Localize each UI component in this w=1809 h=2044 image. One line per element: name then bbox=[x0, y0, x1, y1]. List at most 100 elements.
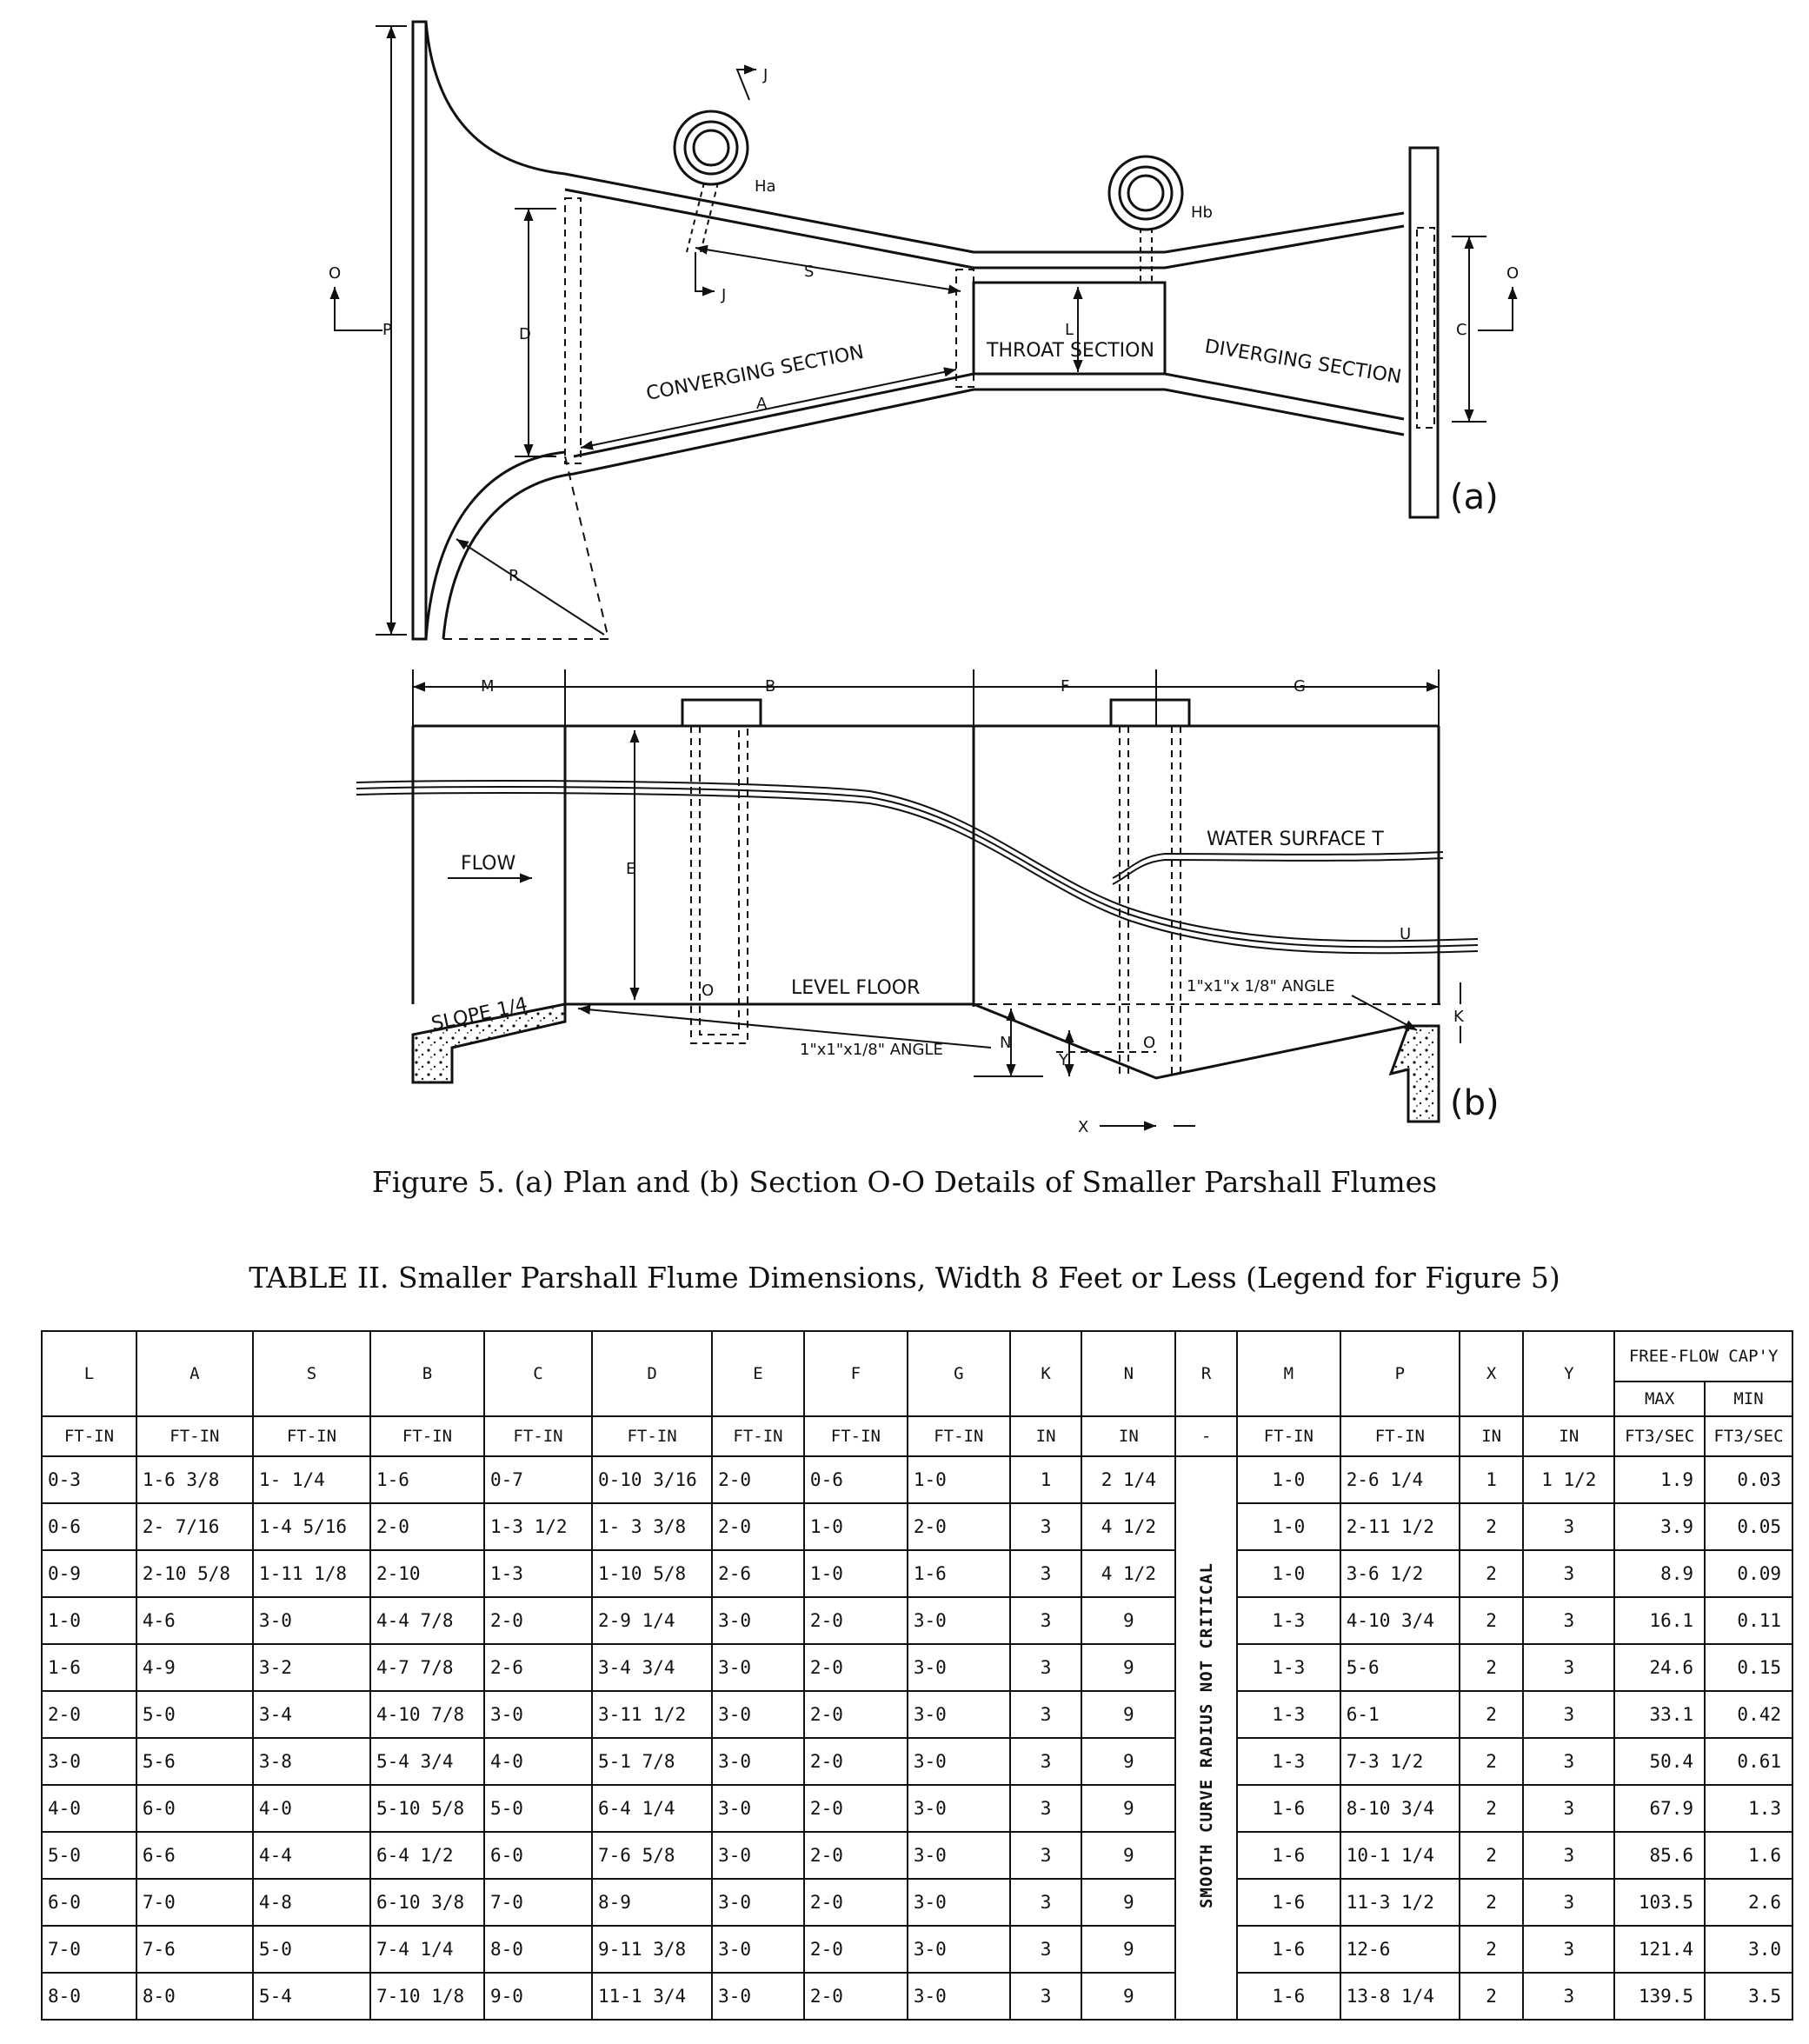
section-walls bbox=[411, 724, 1440, 1007]
cell-c: 1-3 1/2 bbox=[483, 1502, 593, 1551]
cell-y: 3 bbox=[1522, 1690, 1616, 1739]
cell-m: 1-3 bbox=[1235, 1690, 1341, 1739]
cell-f: 2-0 bbox=[802, 1878, 908, 1927]
dim-f: F bbox=[1061, 677, 1069, 696]
section-o-well-2: O bbox=[1143, 1034, 1155, 1052]
cell-d: 7-6 5/8 bbox=[590, 1831, 714, 1880]
cell-a: 7-6 bbox=[135, 1925, 254, 1974]
unit-header: - bbox=[1174, 1415, 1238, 1457]
cell-d: 1-10 5/8 bbox=[590, 1549, 714, 1598]
cell-n: 9 bbox=[1081, 1690, 1177, 1739]
cell-y: 3 bbox=[1522, 1549, 1616, 1598]
cell-b: 4-10 7/8 bbox=[369, 1690, 486, 1739]
cell-min: 3.0 bbox=[1704, 1925, 1793, 1974]
cell-m: 1-3 bbox=[1235, 1737, 1341, 1786]
cell-min: 1.6 bbox=[1704, 1831, 1793, 1880]
cell-d: 3-4 3/4 bbox=[590, 1643, 714, 1692]
label-u: U bbox=[1400, 925, 1411, 943]
section-text: FLOW LEVEL FLOOR SLOPE 1/4 1"x1"x1/8" AN… bbox=[429, 677, 1500, 1136]
water-surface-t bbox=[1112, 851, 1444, 879]
cell-f: 0-6 bbox=[802, 1455, 908, 1504]
cell-min: 2.6 bbox=[1704, 1878, 1793, 1927]
col-header: P bbox=[1339, 1330, 1460, 1417]
col-header: C bbox=[483, 1330, 593, 1417]
cell-p: 4-10 3/4 bbox=[1339, 1596, 1460, 1645]
cell-m: 1-6 bbox=[1235, 1878, 1341, 1927]
cell-e: 3-0 bbox=[711, 1643, 805, 1692]
cell-min: 0.09 bbox=[1704, 1549, 1793, 1598]
cell-min: 0.11 bbox=[1704, 1596, 1793, 1645]
cell-k: 3 bbox=[1008, 1549, 1083, 1598]
cell-d: 2-9 1/4 bbox=[590, 1596, 714, 1645]
cell-c: 4-0 bbox=[483, 1737, 593, 1786]
cell-n: 9 bbox=[1081, 1972, 1177, 2021]
cell-a: 8-0 bbox=[135, 1972, 254, 2021]
cell-x: 2 bbox=[1458, 1596, 1525, 1645]
unit-header: IN bbox=[1008, 1415, 1083, 1457]
water-surface-upstream bbox=[356, 780, 1479, 942]
cell-n: 9 bbox=[1081, 1831, 1177, 1880]
capacity-max-header: MAX bbox=[1613, 1381, 1706, 1417]
cell-x: 2 bbox=[1458, 1643, 1525, 1692]
cell-c: 7-0 bbox=[483, 1878, 593, 1927]
cell-x: 2 bbox=[1458, 1925, 1525, 1974]
cell-f: 1-0 bbox=[802, 1502, 908, 1551]
cell-y: 3 bbox=[1522, 1972, 1616, 2021]
cell-b: 4-7 7/8 bbox=[369, 1643, 486, 1692]
label-ha: Ha bbox=[755, 177, 776, 196]
dim-a: A bbox=[756, 395, 768, 413]
cell-y: 3 bbox=[1522, 1878, 1616, 1927]
cell-x: 2 bbox=[1458, 1737, 1525, 1786]
dim-y: Y bbox=[1058, 1051, 1069, 1069]
plan-lower-wall bbox=[442, 388, 1405, 640]
cell-e: 3-0 bbox=[711, 1596, 805, 1645]
cell-d: 9-11 3/8 bbox=[590, 1925, 714, 1974]
cell-m: 1-0 bbox=[1235, 1502, 1341, 1551]
cell-a: 4-9 bbox=[135, 1643, 254, 1692]
col-header: Y bbox=[1522, 1330, 1616, 1417]
cell-d: 8-9 bbox=[590, 1878, 714, 1927]
flume-drawing: CONVERGING SECTION THROAT SECTION DIVERG… bbox=[329, 20, 1519, 1136]
table-title: TABLE II. Smaller Parshall Flume Dimensi… bbox=[249, 1261, 1560, 1295]
stilling-well-hb bbox=[1107, 155, 1184, 231]
cell-n: 9 bbox=[1081, 1925, 1177, 1974]
plan-text: CONVERGING SECTION THROAT SECTION DIVERG… bbox=[329, 66, 1519, 585]
cell-x: 2 bbox=[1458, 1972, 1525, 2021]
cell-c: 2-0 bbox=[483, 1596, 593, 1645]
dim-p: P bbox=[382, 321, 392, 339]
cell-s: 4-0 bbox=[251, 1784, 371, 1833]
cell-s: 5-0 bbox=[251, 1925, 371, 1974]
cell-a: 5-0 bbox=[135, 1690, 254, 1739]
cell-min: 0.42 bbox=[1704, 1690, 1793, 1739]
cell-d: 1- 3 3/8 bbox=[590, 1502, 714, 1551]
col-header: B bbox=[369, 1330, 486, 1417]
cell-c: 6-0 bbox=[483, 1831, 593, 1880]
cell-s: 5-4 bbox=[251, 1972, 371, 2021]
cell-p: 10-1 1/4 bbox=[1339, 1831, 1460, 1880]
cell-p: 5-6 bbox=[1339, 1643, 1460, 1692]
cell-b: 7-4 1/4 bbox=[369, 1925, 486, 1974]
cell-b: 2-10 bbox=[369, 1549, 486, 1598]
cell-s: 4-8 bbox=[251, 1878, 371, 1927]
cell-b: 7-10 1/8 bbox=[369, 1972, 486, 2021]
section-view bbox=[356, 669, 1479, 1131]
col-header: D bbox=[590, 1330, 714, 1417]
cell-l: 1-6 bbox=[41, 1643, 137, 1692]
cell-s: 1- 1/4 bbox=[251, 1455, 371, 1504]
dim-n: N bbox=[1000, 1034, 1011, 1052]
cell-m: 1-6 bbox=[1235, 1925, 1341, 1974]
dim-g: G bbox=[1294, 677, 1306, 696]
cell-k: 3 bbox=[1008, 1784, 1083, 1833]
cell-g: 3-0 bbox=[906, 1784, 1011, 1833]
cell-max: 103.5 bbox=[1613, 1878, 1706, 1927]
cell-e: 3-0 bbox=[711, 1925, 805, 1974]
capacity-min-header: MIN bbox=[1704, 1381, 1793, 1417]
unit-header: FT-IN bbox=[1235, 1415, 1341, 1457]
cell-y: 3 bbox=[1522, 1925, 1616, 1974]
unit-header: IN bbox=[1522, 1415, 1616, 1457]
section-j-bottom: J bbox=[721, 286, 726, 304]
cell-p: 12-6 bbox=[1339, 1925, 1460, 1974]
level-floor bbox=[565, 1002, 1409, 1080]
